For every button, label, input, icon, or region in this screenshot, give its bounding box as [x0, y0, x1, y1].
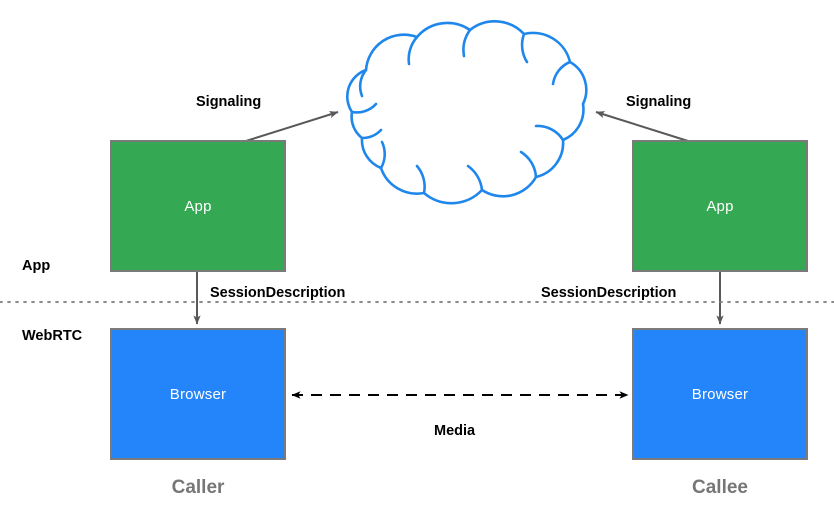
signaling-label-right: Signaling: [626, 94, 692, 110]
callee-browser-label: Browser: [691, 385, 749, 403]
session-description-label-right: SessionDescription: [541, 285, 677, 301]
caller-browser-label: Browser: [169, 385, 227, 403]
caller-browser-box[interactable]: Browser: [110, 328, 286, 460]
callee-app-box[interactable]: App: [632, 140, 808, 272]
caller-app-box[interactable]: App: [110, 140, 286, 272]
layer-label-app: App: [22, 258, 51, 274]
callee-browser-box[interactable]: Browser: [632, 328, 808, 460]
role-label-callee: Callee: [692, 477, 748, 498]
signaling-arrow-left: [245, 111, 339, 142]
layer-label-webrtc: WebRTC: [22, 328, 83, 344]
caller-app-label: App: [184, 197, 212, 215]
role-label-caller: Caller: [171, 477, 225, 498]
cloud-icon: [345, 20, 588, 205]
signaling-arrow-right: [595, 111, 689, 142]
session-description-label-left: SessionDescription: [210, 285, 346, 301]
media-label: Media: [434, 423, 476, 439]
signaling-label-left: Signaling: [196, 94, 262, 110]
callee-app-label: App: [706, 197, 734, 215]
